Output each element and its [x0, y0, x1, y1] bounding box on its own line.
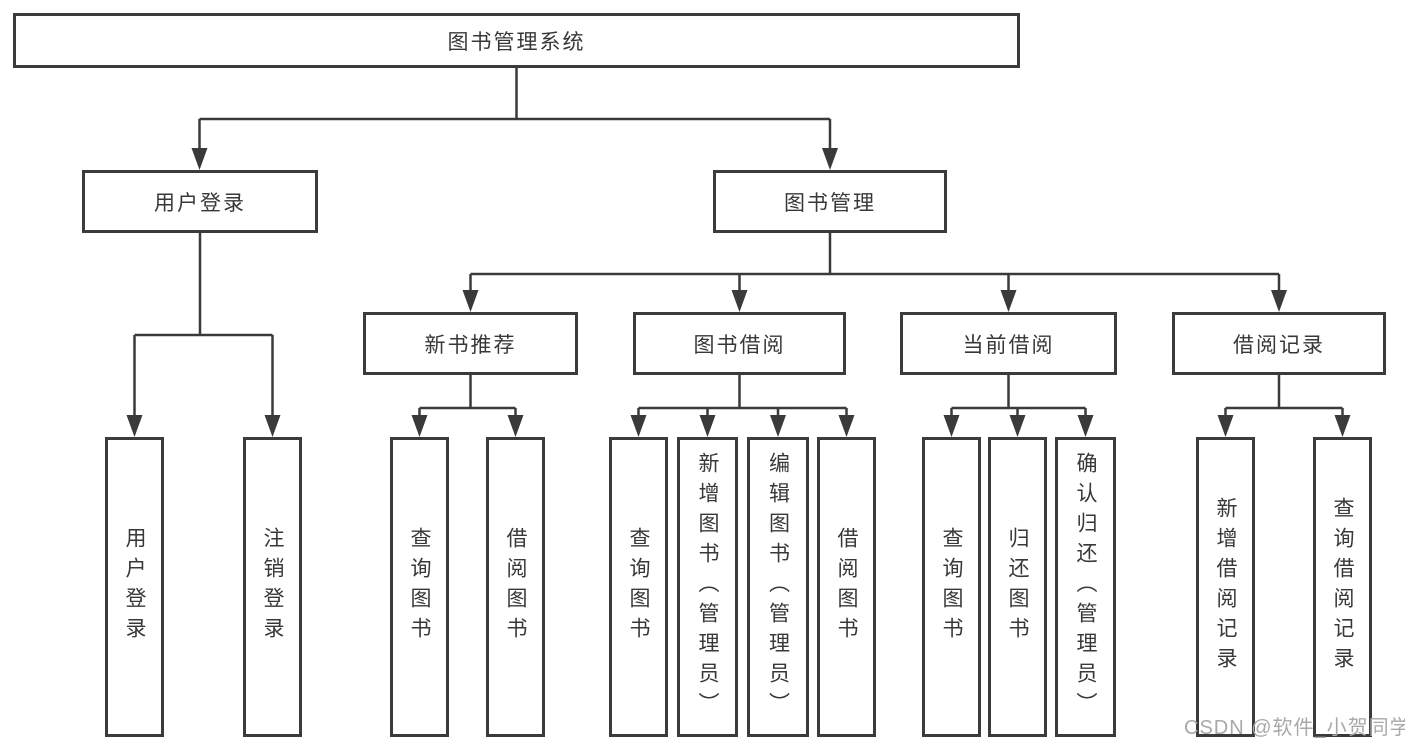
arrowhead-icon: [1334, 415, 1351, 437]
arrowhead-icon: [264, 415, 281, 437]
node-new-books: 新书推荐: [363, 312, 578, 375]
leaf-records-add: 新增借阅记录: [1196, 437, 1255, 737]
leaf-user-login: 用户登录: [105, 437, 164, 737]
node-borrow-records-label: 借阅记录: [1233, 333, 1325, 357]
connector-borrow-records-children: [1217, 375, 1351, 437]
leaf-current-query-label: 查询图书: [940, 527, 963, 647]
arrowhead-icon: [126, 415, 143, 437]
node-user-login-label: 用户登录: [154, 191, 246, 215]
node-current-borrow-label: 当前借阅: [962, 333, 1055, 357]
leaf-borrow-add: 新增图书（管理员）: [677, 437, 738, 737]
leaf-borrow-book: 借阅图书: [817, 437, 876, 737]
arrowhead-icon: [191, 148, 208, 170]
arrowhead-icon: [630, 415, 647, 437]
node-book-borrow: 图书借阅: [633, 312, 846, 375]
watermark-text: CSDN @软件_小贺同学: [1184, 717, 1405, 739]
leaf-records-query: 查询借阅记录: [1313, 437, 1372, 737]
leaf-borrow-query: 查询图书: [609, 437, 668, 737]
leaf-current-return-label: 归还图书: [1006, 527, 1029, 647]
connector-book-mgmt-children: [462, 233, 1287, 312]
arrowhead-icon: [507, 415, 524, 437]
node-root: 图书管理系统: [13, 13, 1020, 68]
leaf-borrow-edit-label: 编辑图书（管理员）: [766, 452, 790, 722]
node-user-login: 用户登录: [82, 170, 318, 233]
leaf-records-add-label: 新增借阅记录: [1214, 497, 1237, 677]
connector-new-books-children: [411, 375, 524, 437]
leaf-borrow-book-label: 借阅图书: [835, 527, 858, 647]
arrowhead-icon: [699, 415, 716, 437]
connector-current-borrow-children: [943, 375, 1094, 437]
leaf-current-query: 查询图书: [922, 437, 981, 737]
leaf-new-books-borrow-label: 借阅图书: [504, 527, 527, 647]
leaf-current-confirm-label: 确认归还（管理员）: [1074, 452, 1097, 722]
connector-user-login-children: [126, 233, 281, 437]
arrowhead-icon: [943, 415, 960, 437]
leaf-user-login-label: 用户登录: [123, 527, 146, 647]
leaf-new-books-query-label: 查询图书: [408, 527, 431, 647]
leaf-borrow-query-label: 查询图书: [627, 527, 650, 647]
node-new-books-label: 新书推荐: [424, 333, 517, 357]
arrowhead-icon: [770, 415, 786, 437]
node-current-borrow: 当前借阅: [900, 312, 1117, 375]
arrowhead-icon: [1077, 415, 1094, 437]
arrowhead-icon: [822, 148, 838, 170]
leaf-current-confirm: 确认归还（管理员）: [1055, 437, 1116, 737]
leaf-logout: 注销登录: [243, 437, 302, 737]
arrowhead-icon: [1271, 290, 1287, 312]
leaf-current-return: 归还图书: [988, 437, 1047, 737]
leaf-new-books-query: 查询图书: [390, 437, 449, 737]
leaf-records-query-label: 查询借阅记录: [1331, 497, 1354, 677]
connector-root-to-level2: [191, 68, 838, 170]
arrowhead-icon: [731, 290, 748, 312]
arrowhead-icon: [462, 290, 479, 312]
leaf-logout-label: 注销登录: [261, 527, 284, 647]
arrowhead-icon: [1009, 415, 1026, 437]
node-book-borrow-label: 图书借阅: [693, 333, 786, 357]
arrowhead-icon: [838, 415, 855, 437]
arrowhead-icon: [411, 415, 428, 437]
connector-book-borrow-children: [630, 375, 855, 437]
leaf-borrow-add-label: 新增图书（管理员）: [696, 452, 719, 722]
node-book-mgmt: 图书管理: [713, 170, 947, 233]
leaf-borrow-edit: 编辑图书（管理员）: [747, 437, 809, 737]
node-book-mgmt-label: 图书管理: [784, 191, 876, 215]
leaf-new-books-borrow: 借阅图书: [486, 437, 545, 737]
node-borrow-records: 借阅记录: [1172, 312, 1386, 375]
node-root-label: 图书管理系统: [447, 30, 586, 54]
arrowhead-icon: [1217, 415, 1234, 437]
arrowhead-icon: [1000, 290, 1017, 312]
